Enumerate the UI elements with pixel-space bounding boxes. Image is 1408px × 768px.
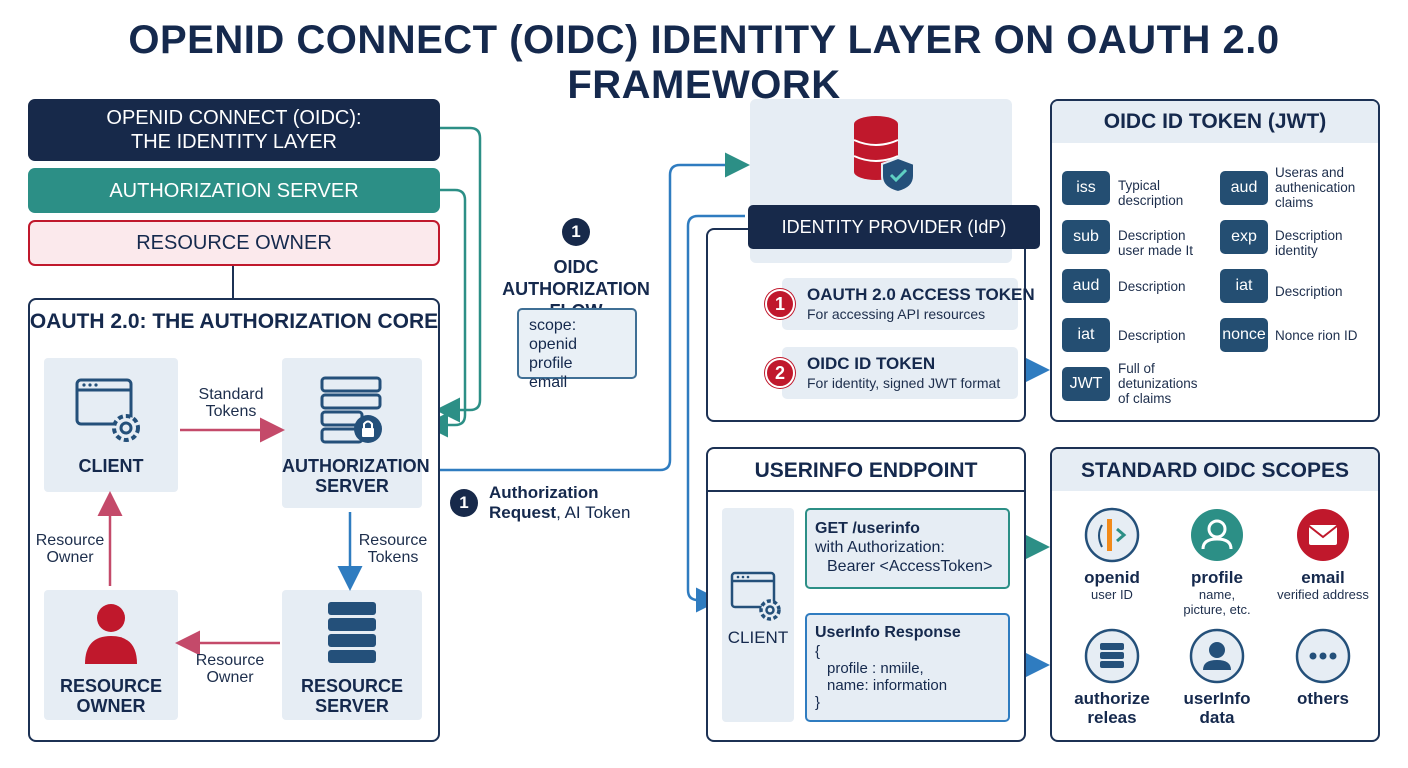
claim-jwt-desc: Full of detunizations of claims bbox=[1118, 361, 1198, 406]
claim-jwt-badge: JWT bbox=[1062, 367, 1110, 401]
claim-aud-right-badge: aud bbox=[1220, 171, 1268, 205]
oidc-bar-line2: THE IDENTITY LAYER bbox=[131, 131, 337, 153]
scopes-heading: STANDARD OIDC SCOPES bbox=[1081, 459, 1349, 482]
scope-line3: email bbox=[529, 374, 568, 391]
edge-standard-tokens: Standard Tokens bbox=[198, 386, 264, 420]
claim-nonce-badge: nonce bbox=[1220, 318, 1268, 352]
id-token-title: OIDC ID TOKEN bbox=[807, 354, 936, 373]
scopes-panel bbox=[1050, 447, 1380, 742]
edge-resource-owner-left: Resource Owner bbox=[35, 532, 105, 566]
resource-server-label-line1: RESOURCE bbox=[300, 676, 403, 696]
jwt-panel bbox=[1050, 99, 1380, 422]
resource-owner-bar: RESOURCE OWNER bbox=[28, 220, 440, 266]
resource-owner-label-line1: RESOURCE bbox=[59, 676, 162, 696]
user-data-icon bbox=[1189, 628, 1245, 684]
access-token-desc: For accessing API resources bbox=[807, 306, 986, 322]
oidc-identity-layer-bar: OPENID CONNECT (OIDC): THE IDENTITY LAYE… bbox=[28, 99, 440, 161]
request-step-badge: 1 bbox=[450, 489, 478, 517]
claim-iss-desc: Typical description bbox=[1118, 178, 1184, 208]
scope-profile-sub2: picture, etc. bbox=[1183, 602, 1251, 617]
claim-exp-desc: Description identity bbox=[1275, 228, 1343, 258]
claim-iat-badge: iat bbox=[1062, 318, 1110, 352]
scope-line2: profile bbox=[529, 355, 573, 372]
client-label: CLIENT bbox=[78, 456, 144, 476]
authorization-server-label: AUTHORIZATION SERVER bbox=[282, 456, 430, 496]
edge-resource-owner-bottom: Resource Owner bbox=[195, 652, 265, 686]
flow-step-badge: 1 bbox=[562, 218, 590, 246]
jwt-header-bg bbox=[1052, 101, 1378, 143]
claim-aud-desc: Description bbox=[1118, 279, 1186, 294]
more-icon bbox=[1295, 628, 1351, 684]
access-token-title: OAUTH 2.0 ACCESS TOKEN bbox=[807, 285, 1035, 304]
idp-to-client-connector bbox=[686, 214, 745, 613]
idp-label: IDENTITY PROVIDER (IdP) bbox=[748, 205, 1040, 249]
user-icon bbox=[1191, 509, 1243, 561]
auth-server-label-line2: SERVER bbox=[315, 476, 389, 496]
scope-openid-sub: user ID bbox=[1091, 587, 1133, 602]
user-icon bbox=[85, 604, 137, 664]
server-icon bbox=[1084, 628, 1140, 684]
scope-email-label: email bbox=[1301, 568, 1345, 587]
envelope-icon bbox=[1297, 509, 1349, 561]
userinfo-response-box: UserInfo Response { profile : nmiile, na… bbox=[805, 613, 1010, 722]
edge-resource-tokens: Resource Tokens bbox=[358, 532, 428, 566]
id-token-card bbox=[782, 347, 1018, 399]
id-token-desc: For identity, signed JWT format bbox=[807, 375, 1001, 391]
claim-iat-right-badge: iat bbox=[1220, 269, 1268, 303]
auth-server-label-line1: AUTHORIZATION bbox=[282, 456, 430, 476]
claim-sub-badge: sub bbox=[1062, 220, 1110, 254]
claim-nonce-desc: Nonce rion ID bbox=[1275, 328, 1358, 343]
claim-aud-right-desc: Useras and authenication claims bbox=[1275, 165, 1356, 210]
client-window-icon bbox=[730, 571, 781, 621]
resource-owner-label-line2: OWNER bbox=[76, 696, 146, 716]
database-server-icon bbox=[328, 602, 376, 663]
claim-iat-desc: Description bbox=[1118, 328, 1186, 343]
auth-request-connector bbox=[440, 152, 750, 472]
claim-sub-desc: Description user made It bbox=[1118, 228, 1194, 258]
userinfo-client-node bbox=[722, 508, 794, 722]
page-title: OPENID CONNECT (OIDC) IDENTITY LAYER ON … bbox=[128, 18, 1280, 107]
scope-box: scope: openid profile email bbox=[517, 308, 637, 391]
oidc-bar-line1: OPENID CONNECT (OIDC): bbox=[106, 107, 362, 129]
userinfo-request-box: GET /userinfo with Authorization: Bearer… bbox=[805, 508, 1010, 589]
client-window-icon bbox=[75, 378, 140, 442]
scope-profile-label: profile bbox=[1191, 568, 1243, 587]
resource-server-label: RESOURCE SERVER bbox=[282, 676, 422, 716]
authorization-request-label: Authorization Request, AI Token bbox=[489, 483, 631, 522]
userinfo-heading: USERINFO ENDPOINT bbox=[754, 459, 978, 482]
id-token-badge: 2 bbox=[765, 358, 795, 388]
authserver-bar-connector bbox=[423, 188, 467, 438]
scopes-header-bg bbox=[1052, 449, 1378, 491]
userinfo-client-label: CLIENT bbox=[727, 628, 789, 647]
authorization-server-bar: AUTHORIZATION SERVER bbox=[28, 168, 440, 213]
resource-server-label-line2: SERVER bbox=[315, 696, 389, 716]
scope-line1: scope: openid bbox=[529, 317, 578, 353]
openid-logo-icon bbox=[1084, 507, 1140, 563]
oidc-to-auth-connector bbox=[435, 126, 482, 423]
claim-iat-right-desc: Description bbox=[1275, 284, 1343, 299]
access-token-card bbox=[782, 278, 1018, 330]
oauth-core-heading: OAUTH 2.0: THE AUTHORIZATION CORE bbox=[29, 310, 439, 333]
server-lock-icon bbox=[320, 376, 382, 444]
scope-authorize-label: authorize releas bbox=[1074, 689, 1150, 727]
userinfo-divider bbox=[706, 490, 1026, 492]
scope-userinfo-label: userInfo data bbox=[1183, 689, 1251, 727]
access-token-badge: 1 bbox=[765, 289, 795, 319]
scope-openid-label: openid bbox=[1084, 568, 1140, 587]
resource-owner-label: RESOURCE OWNER bbox=[44, 676, 178, 716]
database-shield-icon bbox=[853, 116, 915, 194]
claim-iss-badge: iss bbox=[1062, 171, 1110, 205]
jwt-heading: OIDC ID TOKEN (JWT) bbox=[1103, 110, 1327, 133]
claim-exp-badge: exp bbox=[1220, 220, 1268, 254]
scope-profile-sub1: name, bbox=[1198, 587, 1236, 602]
scope-others-label: others bbox=[1297, 689, 1349, 708]
claim-aud-badge: aud bbox=[1062, 269, 1110, 303]
scope-email-sub: verified address bbox=[1277, 587, 1369, 602]
authorization-server-node bbox=[282, 358, 422, 508]
